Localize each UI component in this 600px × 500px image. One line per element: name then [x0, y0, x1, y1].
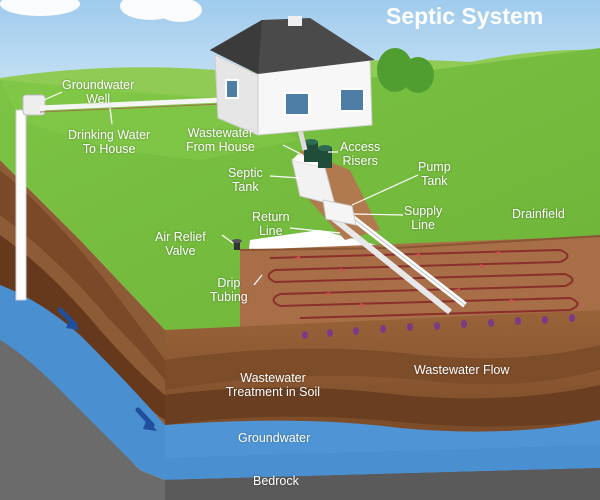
label-pump-tank: Pump Tank	[418, 160, 451, 188]
label-bedrock: Bedrock	[253, 474, 299, 488]
trees	[377, 48, 434, 93]
label-drinking-water: Drinking Water To House	[68, 128, 151, 156]
label-septic-tank: Septic Tank	[228, 166, 263, 194]
label-drip-tubing: Drip Tubing	[210, 276, 248, 304]
well-pipe	[15, 109, 27, 301]
diagram-title: Septic System	[386, 3, 544, 29]
pump-tank	[322, 199, 357, 226]
label-access-risers: Access Risers	[340, 140, 381, 168]
label-groundwater-well: Groundwater Well	[62, 78, 135, 106]
label-wastewater-from-house: Wastewater From House	[186, 126, 255, 154]
drip-drops	[302, 314, 575, 339]
drip-tubing	[267, 248, 579, 319]
label-wastewater-flow: Wastewater Flow	[414, 363, 510, 377]
label-supply-line: Supply Line	[404, 204, 443, 232]
leader-lines	[43, 91, 419, 286]
label-drainfield: Drainfield	[512, 207, 565, 221]
label-groundwater: Groundwater	[238, 431, 311, 445]
label-air-relief-valve: Air Relief Valve	[155, 230, 206, 258]
return-line	[331, 215, 452, 315]
clouds	[0, 0, 202, 22]
air-relief-valve-icon	[232, 239, 242, 250]
label-return-line: Return Line	[252, 210, 290, 238]
house	[210, 16, 375, 136]
drainfield-area	[240, 236, 600, 330]
drinking-water-pipe	[39, 97, 223, 111]
label-wastewater-treatment: Wastewater Treatment in Soil	[226, 371, 321, 399]
access-risers	[304, 139, 332, 168]
groundwater-layer	[0, 285, 600, 480]
